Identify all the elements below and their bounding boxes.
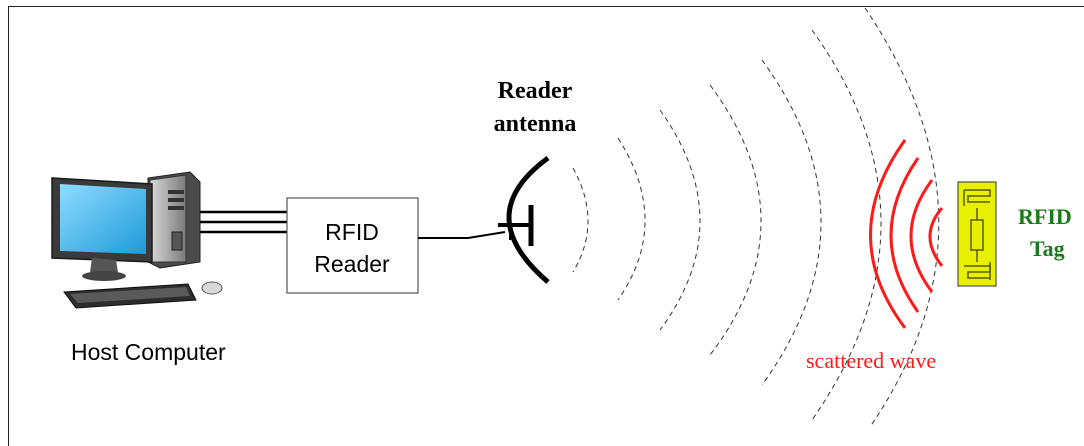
tag-label-line2: Tag [1030, 236, 1065, 261]
outgoing-waves [572, 7, 940, 427]
rfid-diagram: Host Computer RFID Reader Reader antenna… [8, 6, 1084, 446]
diagram-frame [8, 6, 1084, 446]
host-computer-icon [51, 171, 223, 309]
scattered-waves [869, 139, 944, 329]
rfid-reader-box [286, 197, 419, 294]
reader-antenna-icon [498, 155, 550, 284]
tag-label-line1: RFID [1018, 204, 1072, 229]
reader-label-line1: RFID [325, 219, 379, 245]
antenna-label-line2: antenna [494, 111, 577, 137]
host-reader-cables [200, 210, 288, 234]
reader-antenna-cable [418, 231, 506, 239]
diagram-canvas: Host Computer RFID Reader Reader antenna… [51, 7, 1072, 427]
scattered-wave-label: scattered wave [806, 348, 936, 373]
host-computer-label: Host Computer [71, 339, 226, 365]
reader-label-line2: Reader [314, 251, 390, 277]
rfid-tag-icon [957, 181, 997, 287]
antenna-label-line1: Reader [498, 78, 573, 104]
